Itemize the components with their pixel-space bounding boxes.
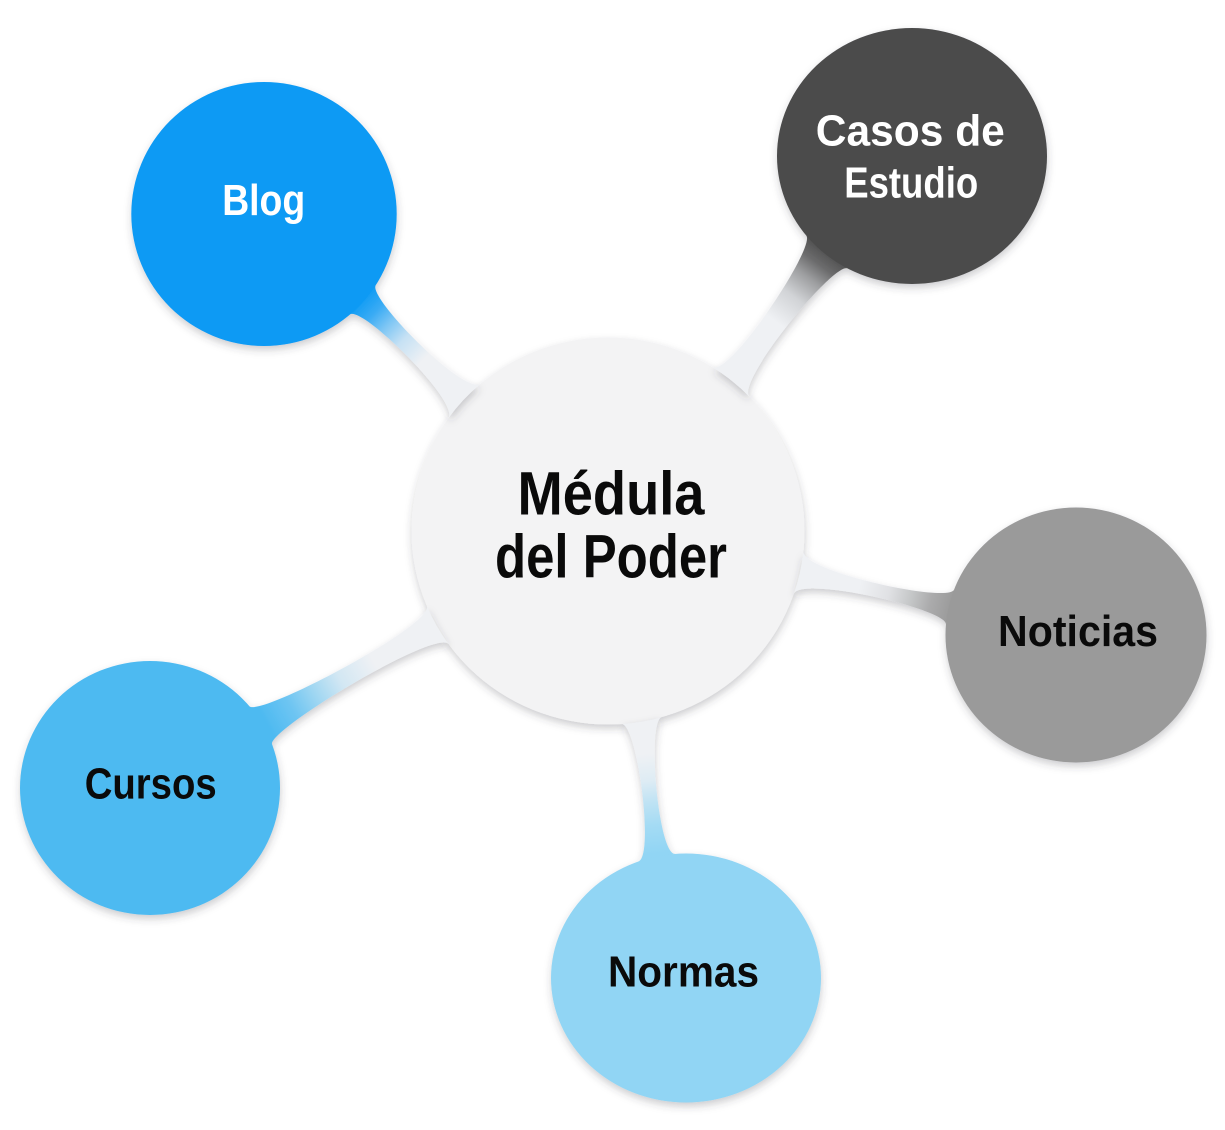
svg-text:Normas: Normas (608, 947, 759, 996)
svg-text:Cursos: Cursos (85, 760, 217, 809)
svg-text:Blog: Blog (222, 176, 305, 225)
svg-text:Casos de: Casos de (816, 107, 1005, 156)
svg-text:Estudio: Estudio (844, 158, 978, 207)
svg-text:del Poder: del Poder (495, 523, 727, 591)
svg-text:Noticias: Noticias (998, 607, 1158, 656)
svg-text:Médula: Médula (518, 460, 706, 528)
